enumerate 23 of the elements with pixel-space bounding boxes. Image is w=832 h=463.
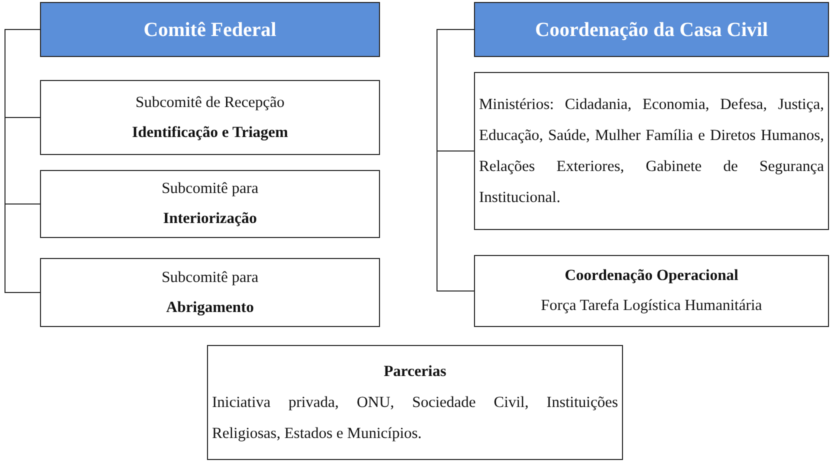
box-text: Ministérios: Cidadania, Economia, Defesa, Justiça, Educação, Saúde, Mulher Família e Diretos Humanos, Relações Exteriores, Gabinete de Segurança Institucional. [479, 95, 824, 208]
box-title: Coordenação da Casa Civil [535, 18, 768, 42]
box-text: Identificação e Triagem [132, 122, 288, 142]
box-text: Força Tarefa Logística Humanitária [540, 296, 762, 316]
process-box [40, 258, 380, 327]
box-title: Comitê Federal [144, 18, 276, 42]
box-text: Iniciativa privada, ONU, Sociedade Civil, Instituições Religiosas, Estados e Municípios. [212, 393, 618, 444]
box-text: Abrigamento [166, 298, 254, 318]
box-text: Subcomitê para [162, 268, 258, 288]
box-text: Parcerias [382, 362, 448, 382]
box-text: Subcomitê de Recepção [136, 92, 284, 112]
process-box [40, 170, 380, 238]
box-text: Interiorização [163, 209, 257, 229]
box-text: Subcomitê para [162, 179, 258, 199]
box-text: Coordenação Operacional [564, 266, 738, 286]
text-box [207, 345, 623, 460]
connector-line [436, 29, 474, 292]
header-box [474, 2, 829, 57]
process-box [474, 255, 829, 327]
header-box [40, 2, 380, 57]
text-box [474, 72, 829, 230]
connector-line [4, 29, 40, 293]
process-box [40, 80, 380, 155]
